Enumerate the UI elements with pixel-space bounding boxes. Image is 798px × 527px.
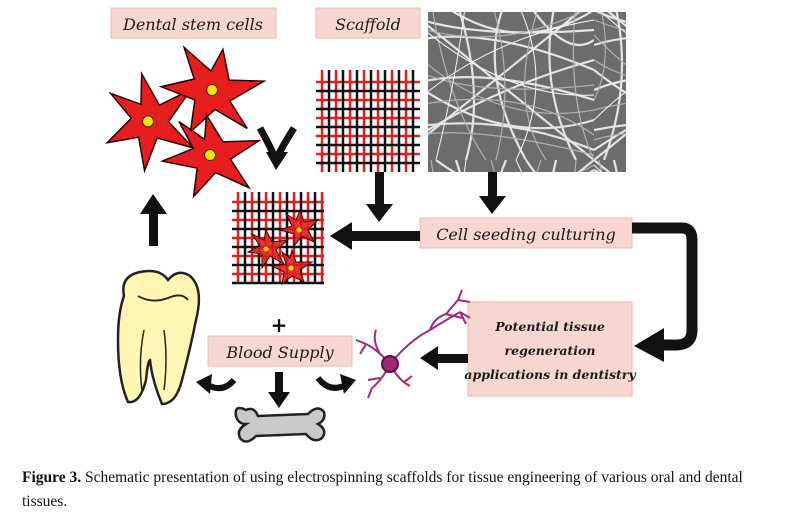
- plus-sign: +: [271, 313, 288, 337]
- scaffold-box: [315, 7, 421, 39]
- cell-seeding-label: Cell seeding culturing: [436, 225, 616, 244]
- figure-caption: Figure 3. Schematic presentation of usin…: [22, 466, 782, 514]
- curved-flow-arrow-icon: [632, 222, 698, 362]
- curved-arrows-icon: [196, 372, 356, 408]
- caption-text: Schematic presentation of using electros…: [22, 469, 743, 510]
- down-arrow-icon: [366, 172, 506, 222]
- potential-line-1: Potential tissue: [494, 319, 605, 334]
- blood-supply-label: Blood Supply: [225, 343, 334, 362]
- merge-arrow-icon: [256, 126, 297, 170]
- scaffold-grid-icon: [316, 70, 420, 172]
- up-arrow-icon: [140, 194, 167, 246]
- bone-icon: [234, 406, 326, 443]
- seeded-scaffold-icon: [232, 192, 324, 286]
- dental-stem-cells-box: [110, 7, 277, 39]
- tooth-icon: [116, 269, 201, 406]
- stem-cell-icon: [104, 44, 267, 199]
- figure-label: Figure 3.: [22, 469, 82, 486]
- potential-line-2: regeneration: [505, 343, 596, 358]
- blood-supply-box: [207, 335, 353, 367]
- left-arrow-icon: [420, 346, 468, 370]
- potential-line-3: applications in dentistry: [464, 367, 636, 382]
- scaffold-label: Scaffold: [335, 15, 401, 34]
- diagram-canvas: Dental stem cells Scaffold Cell seeding …: [104, 7, 698, 443]
- potential-applications-box: [467, 301, 633, 397]
- cell-seeding-box: [419, 217, 633, 249]
- electrospun-fiber-image: [428, 12, 626, 172]
- left-arrow-icon: [330, 222, 420, 250]
- dental-stem-cells-label: Dental stem cells: [122, 15, 263, 34]
- neuron-icon: [355, 289, 471, 399]
